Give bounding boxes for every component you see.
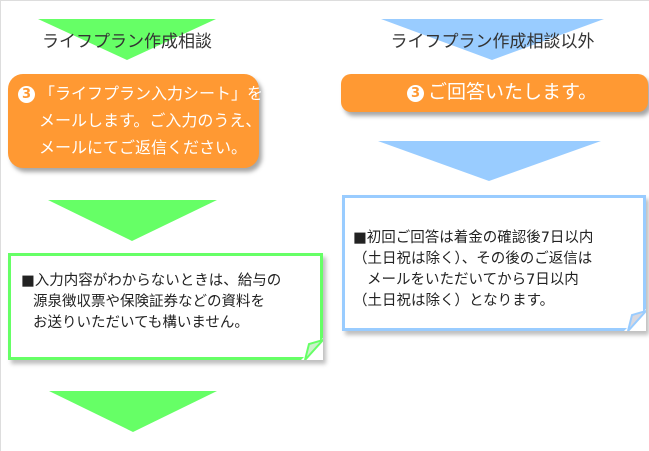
- left-info-note: ■入力内容がわからないときは、給与の 源泉徴収票や保険証券などの資料を お送りい…: [8, 253, 323, 360]
- step-number-badge: 3: [407, 85, 424, 102]
- page-curl-icon: [624, 309, 646, 331]
- step-line: メールにてご返信ください。: [39, 138, 248, 157]
- arrow-down-icon: [38, 19, 216, 60]
- note-line: ■初回ご回答は着金の確認後7日以内: [353, 230, 594, 246]
- note-line: メールをいただいてから7日以内: [367, 272, 579, 288]
- step-line: メールします。ご入力のうえ、: [39, 111, 262, 130]
- step-line: 「ライフプラン入力シート」を: [39, 84, 264, 103]
- step-text: ご回答いたします。: [428, 81, 598, 103]
- note-line: （土日祝は除く）となります。: [353, 293, 555, 309]
- arrow-down-icon: [49, 391, 217, 432]
- note-line: ■入力内容がわからないときは、給与の: [21, 273, 282, 289]
- arrow-down-icon: [48, 200, 217, 241]
- left-column-title: ライフプラン作成相談: [42, 32, 212, 52]
- step-number-badge: 3: [18, 86, 35, 103]
- note-line: （土日祝は除く）、その後のご返信は: [353, 251, 593, 267]
- right-column-title: ライフプラン作成相談以外: [390, 32, 595, 52]
- arrow-down-icon: [378, 141, 601, 181]
- note-line: 源泉徴収票や保険証券などの資料を: [33, 294, 265, 310]
- right-info-note: ■初回ご回答は着金の確認後7日以内 （土日祝は除く）、その後のご返信は メールを…: [342, 195, 646, 331]
- left-step-box: 3「ライフプラン入力シート」を メールします。ご入力のうえ、 メールにてご返信く…: [8, 74, 263, 168]
- arrow-down-icon: [381, 19, 604, 60]
- page-curl-icon: [301, 338, 323, 360]
- note-line: お送りいただいても構いません。: [33, 315, 249, 331]
